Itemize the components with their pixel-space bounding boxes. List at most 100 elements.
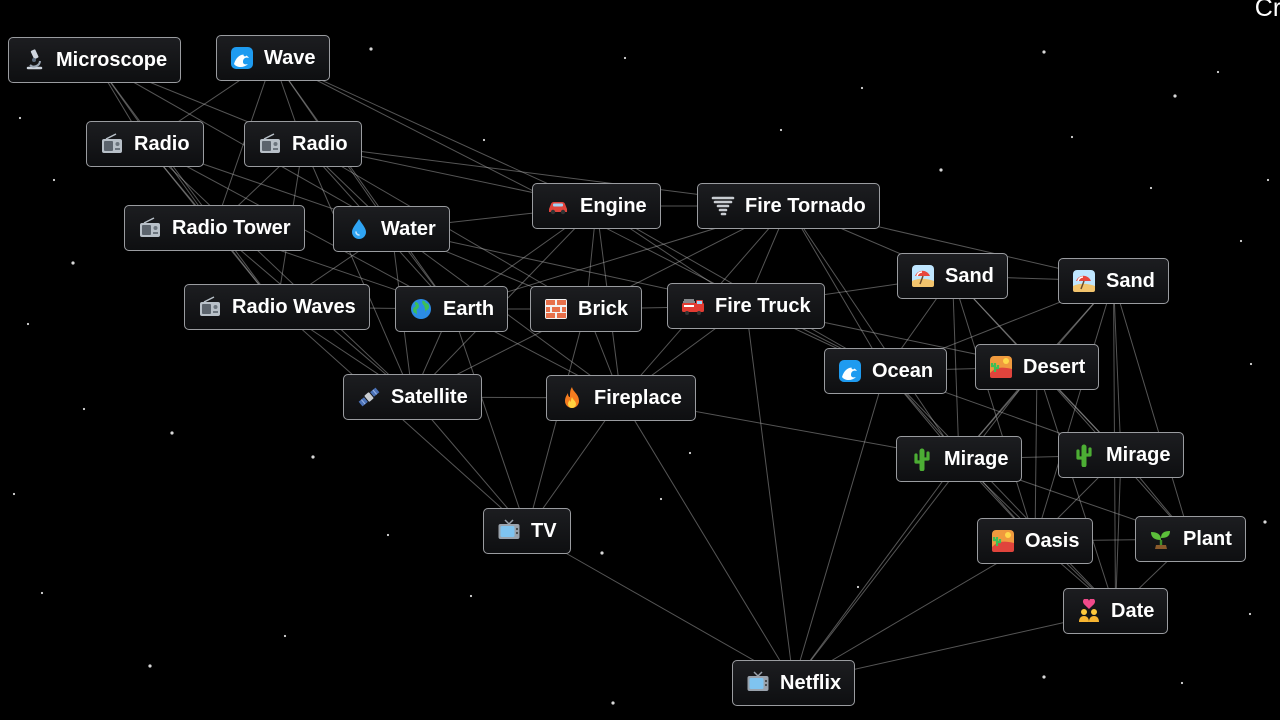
star-dot <box>311 455 315 459</box>
star-dot <box>170 431 174 435</box>
connection-line <box>952 275 960 460</box>
element-wave[interactable]: Wave <box>216 35 330 81</box>
element-radio-waves[interactable]: Radio Waves <box>184 284 370 330</box>
cactus-icon <box>1071 442 1097 468</box>
element-date[interactable]: Date <box>1063 588 1169 634</box>
star-dot <box>71 261 75 265</box>
connection-line <box>1034 366 1038 542</box>
element-label: Sand <box>1106 269 1155 292</box>
element-radio[interactable]: Radio <box>244 121 362 167</box>
seedling-icon <box>1148 526 1174 552</box>
tornado-icon <box>710 193 736 219</box>
element-label: Brick <box>578 297 629 320</box>
connection-line <box>526 530 794 684</box>
fire-engine-icon <box>680 293 706 319</box>
microscope-icon <box>21 47 47 73</box>
star-dot <box>148 664 152 668</box>
star-dot <box>1216 70 1220 74</box>
element-engine[interactable]: Engine <box>532 183 661 229</box>
connection-line <box>745 305 794 684</box>
element-fire-tornado[interactable]: Fire Tornado <box>697 183 880 229</box>
element-earth[interactable]: Earth <box>395 286 509 332</box>
element-sand[interactable]: Sand <box>897 253 1008 299</box>
element-label: Ocean <box>872 359 934 382</box>
star-dot <box>1173 94 1177 98</box>
element-label: Netflix <box>780 671 842 694</box>
element-plant[interactable]: Plant <box>1135 516 1246 562</box>
element-radio[interactable]: Radio <box>86 121 204 167</box>
element-mirage[interactable]: Mirage <box>896 436 1023 482</box>
star-dot <box>369 47 373 51</box>
couple-heart-icon <box>1076 598 1102 624</box>
element-microscope[interactable]: Microscope <box>8 37 182 83</box>
connection-line <box>793 370 886 684</box>
element-ocean[interactable]: Ocean <box>824 348 948 394</box>
element-label: Engine <box>580 194 647 217</box>
star-dot <box>1042 675 1046 679</box>
star-dot <box>12 492 16 496</box>
star-dot <box>611 701 615 705</box>
connection-line <box>620 397 794 684</box>
connection-line <box>214 57 274 229</box>
star-dot <box>856 585 860 589</box>
element-label: Fire Tornado <box>745 194 866 217</box>
connection-line <box>793 540 1036 684</box>
element-radio-tower[interactable]: Radio Tower <box>124 205 305 251</box>
element-label: Desert <box>1023 355 1086 378</box>
element-satellite[interactable]: Satellite <box>343 374 482 420</box>
element-fireplace[interactable]: Fireplace <box>546 375 696 421</box>
radio-icon <box>257 131 283 157</box>
connection-line <box>1036 366 1116 612</box>
star-dot <box>1042 50 1046 54</box>
radio-icon <box>99 131 125 157</box>
star-dot <box>82 407 86 411</box>
element-label: Satellite <box>391 385 468 408</box>
connection-line <box>1115 454 1122 612</box>
star-dot <box>18 116 22 120</box>
connection-line <box>793 366 1038 684</box>
star-dot <box>623 56 627 60</box>
connection-line <box>1113 280 1122 456</box>
star-dot <box>939 168 943 172</box>
star-dot <box>659 497 663 501</box>
element-netflix[interactable]: Netflix <box>732 660 856 706</box>
element-desert[interactable]: Desert <box>975 344 1100 390</box>
globe-icon <box>408 296 434 322</box>
element-label: Plant <box>1183 527 1232 550</box>
element-label: Fireplace <box>594 386 682 409</box>
element-label: Fire Truck <box>715 294 811 317</box>
wave-icon <box>837 358 863 384</box>
element-fire-truck[interactable]: Fire Truck <box>667 283 825 329</box>
star-dot <box>40 591 44 595</box>
element-mirage[interactable]: Mirage <box>1058 432 1185 478</box>
element-label: Wave <box>264 46 316 69</box>
element-label: Mirage <box>1106 443 1171 466</box>
app-brand-title: Craf <box>1254 0 1280 22</box>
star-dot <box>1149 186 1153 190</box>
connection-line <box>94 59 392 230</box>
star-dot <box>52 178 56 182</box>
star-dot <box>1249 362 1253 366</box>
element-brick[interactable]: Brick <box>530 286 643 332</box>
connection-line <box>1034 280 1114 542</box>
element-tv[interactable]: TV <box>483 508 571 554</box>
desert-icon <box>988 354 1014 380</box>
star-dot <box>283 634 287 638</box>
element-sand[interactable]: Sand <box>1058 258 1169 304</box>
brick-icon <box>543 296 569 322</box>
connection-line <box>1113 280 1191 540</box>
element-water[interactable]: Water <box>333 206 450 252</box>
water-drop-icon <box>346 216 372 242</box>
star-dot <box>688 451 692 455</box>
element-label: Oasis <box>1025 529 1080 552</box>
radio-icon <box>137 215 163 241</box>
beach-icon <box>910 263 936 289</box>
beach-icon <box>1071 268 1097 294</box>
radio-icon <box>197 294 223 320</box>
star-dot <box>1070 135 1074 139</box>
connection-line <box>885 370 1116 612</box>
element-label: TV <box>531 519 557 542</box>
connection-line <box>451 308 528 532</box>
element-oasis[interactable]: Oasis <box>977 518 1094 564</box>
